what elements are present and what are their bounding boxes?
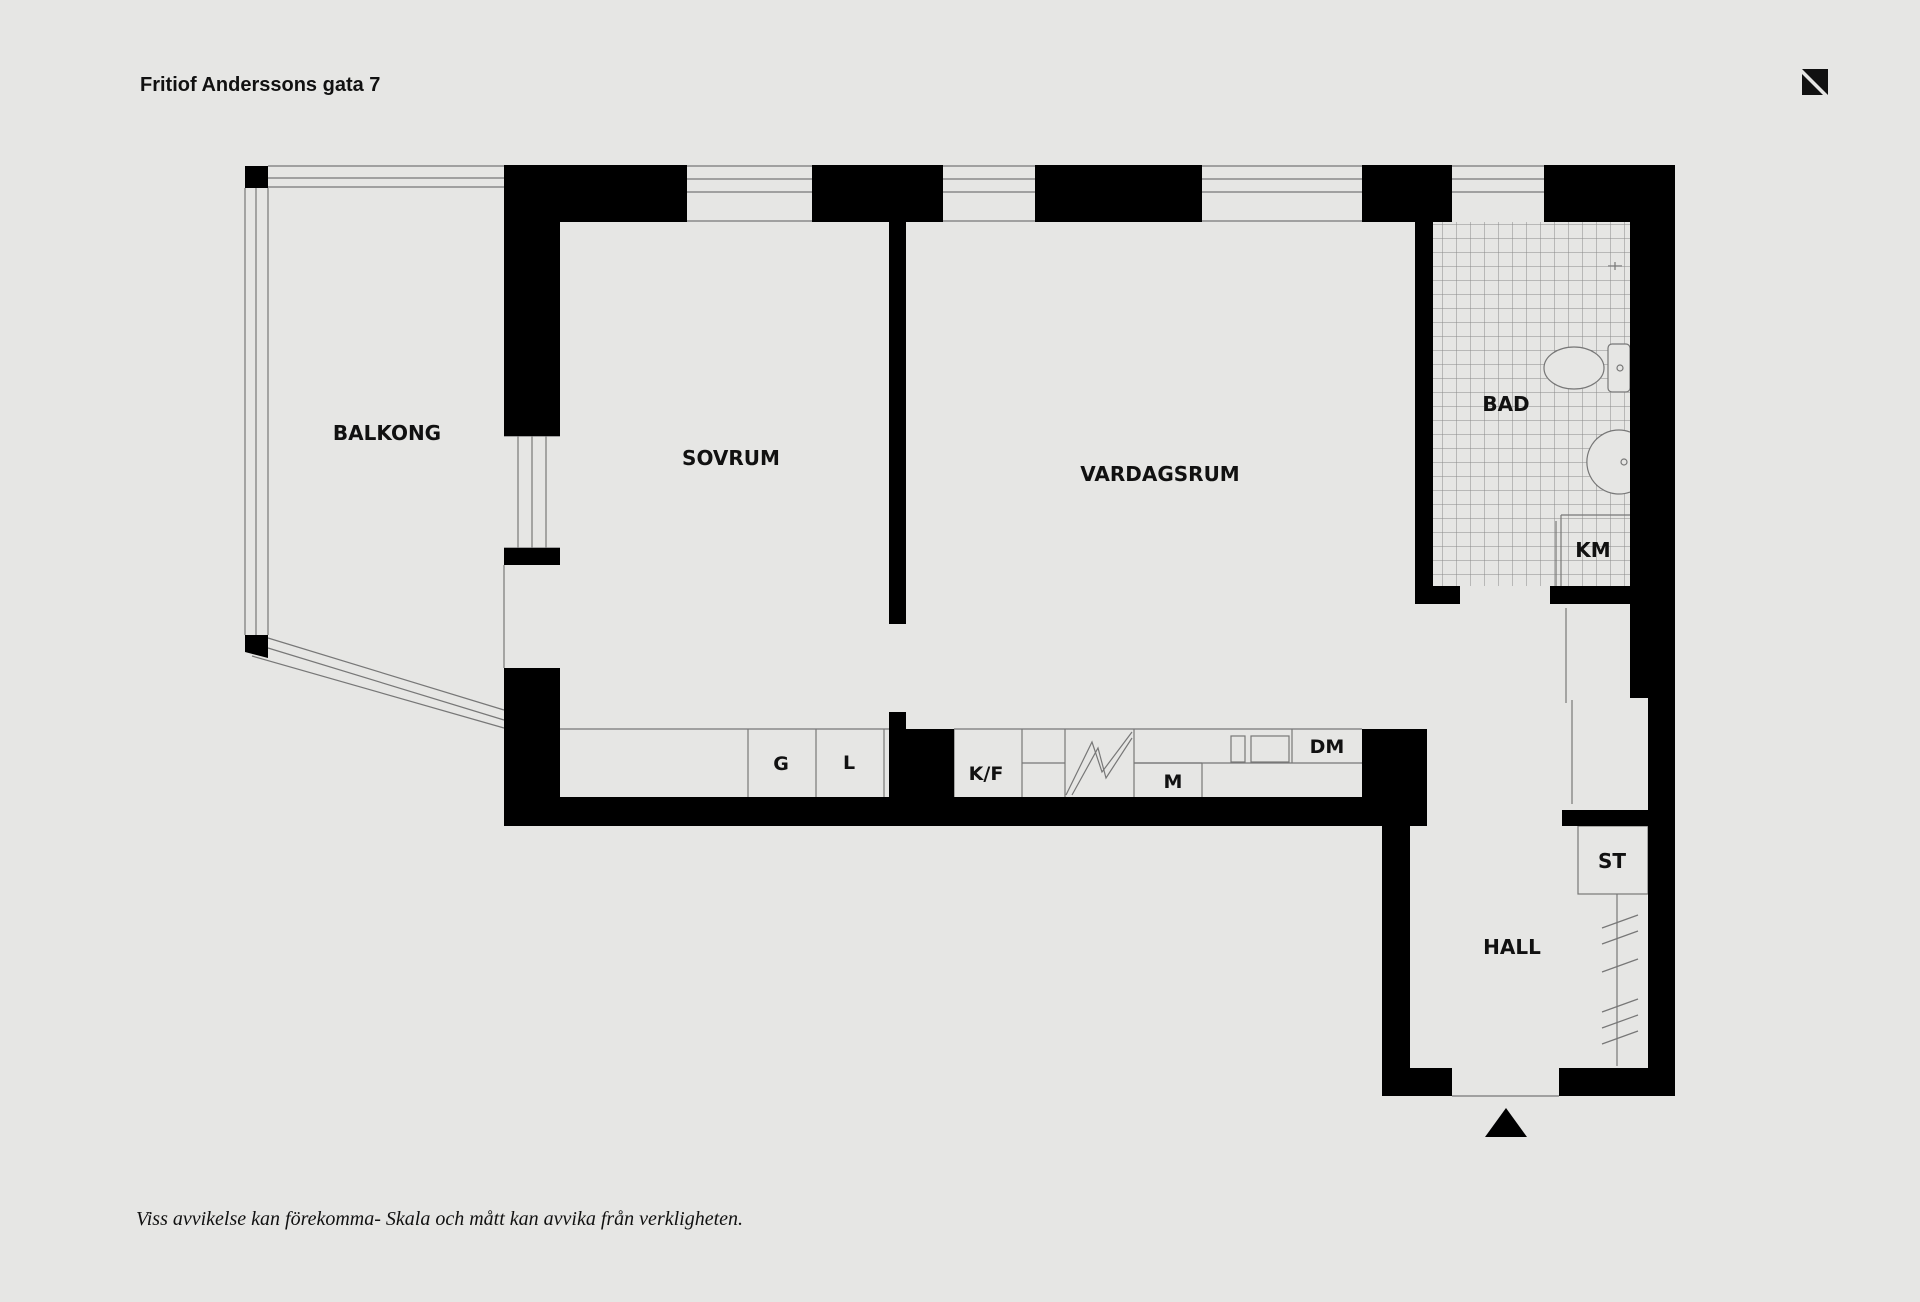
room-label-st: ST xyxy=(1598,849,1626,873)
address-title: Fritiof Anderssons gata 7 xyxy=(140,74,381,96)
walls xyxy=(245,165,1675,1096)
room-label-bad: BAD xyxy=(1482,392,1529,416)
room-label-hall: HALL xyxy=(1483,935,1541,959)
room-label-vardagsrum: VARDAGSRUM xyxy=(1080,462,1239,486)
disclaimer-text: Viss avvikelse kan förekomma- Skala och … xyxy=(136,1208,744,1230)
thin-lines xyxy=(244,165,1649,1097)
fixture-label-kf: K/F xyxy=(969,763,1004,785)
room-label-balkong: BALKONG xyxy=(333,421,441,445)
fixture-label-g: G xyxy=(773,753,789,775)
room-label-sovrum: SOVRUM xyxy=(682,446,780,470)
room-label-km: KM xyxy=(1575,538,1610,562)
fixture-label-l: L xyxy=(843,752,855,774)
fixture-label-m: M xyxy=(1164,771,1183,793)
brand-logo-icon xyxy=(1802,69,1828,95)
fixture-label-dm: DM xyxy=(1310,736,1345,758)
entrance-arrow-icon xyxy=(1485,1108,1527,1137)
bathroom-tile-floor xyxy=(1433,222,1633,586)
